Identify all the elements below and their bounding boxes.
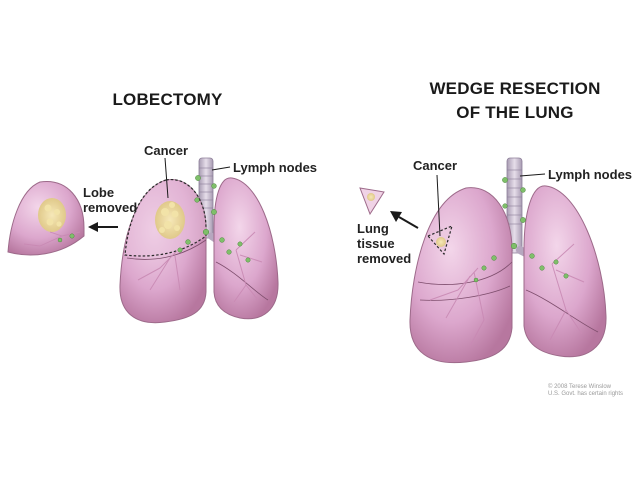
wedge-resection-illustration (359, 157, 607, 364)
tissue-removed-label-line1: Lung (357, 221, 389, 236)
left-lung (523, 185, 607, 358)
removed-wedge (359, 187, 385, 216)
lobectomy-cancer-label: Cancer (144, 143, 189, 158)
lymph-leader-line (211, 166, 231, 171)
lung-fissures (417, 261, 599, 333)
wedge-cancer-label: Cancer (413, 158, 458, 173)
lobe-removed-label-line2: removed (83, 200, 138, 215)
copyright-credit-line1: © 2008 Terese Winslow (548, 384, 612, 390)
wedge-lymph-nodes-label: Lymph nodes (548, 167, 633, 182)
tissue-removed-arrowhead (390, 211, 402, 222)
lobectomy-title: LOBECTOMY (112, 90, 223, 109)
bronchial-tree (429, 243, 585, 347)
lobectomy-lymph-nodes-label: Lymph nodes (233, 160, 318, 175)
lymph-leader-line (519, 173, 546, 177)
right-lung (409, 187, 513, 364)
tissue-removed-label-line3: removed (357, 251, 412, 266)
tumor-texture (159, 202, 180, 233)
copyright-credit-line2: U.S. Govt. has certain rights (548, 391, 624, 397)
tissue-removed-arrow (398, 216, 419, 229)
left-lung (213, 177, 279, 320)
tissue-removed-label-line2: tissue (357, 236, 395, 251)
lung-fissure-2 (126, 239, 207, 260)
removed-wedge-tumor (367, 193, 375, 201)
lymph-nodes (473, 177, 569, 283)
cancer-leader-line (436, 174, 441, 237)
wedge-resection-title-line1: WEDGE RESECTION (429, 79, 601, 98)
trachea-rings (199, 167, 213, 209)
wedge-resection-title-line2: OF THE LUNG (456, 103, 574, 122)
lymph-nodes (177, 175, 251, 263)
trachea-rings (507, 169, 522, 225)
lobectomy-illustration (7, 157, 279, 324)
removed-lobe-tumor-texture (44, 204, 62, 227)
lobe-removed-label-line1: Lobe (83, 185, 115, 200)
tumor (436, 237, 446, 247)
removed-lobe-lymph-nodes (57, 233, 75, 243)
cancer-leader-line (164, 157, 169, 199)
bronchial-tree (137, 231, 263, 303)
removed-lobe-tumor (38, 198, 66, 232)
lobe-removed-arrowhead (88, 222, 98, 232)
